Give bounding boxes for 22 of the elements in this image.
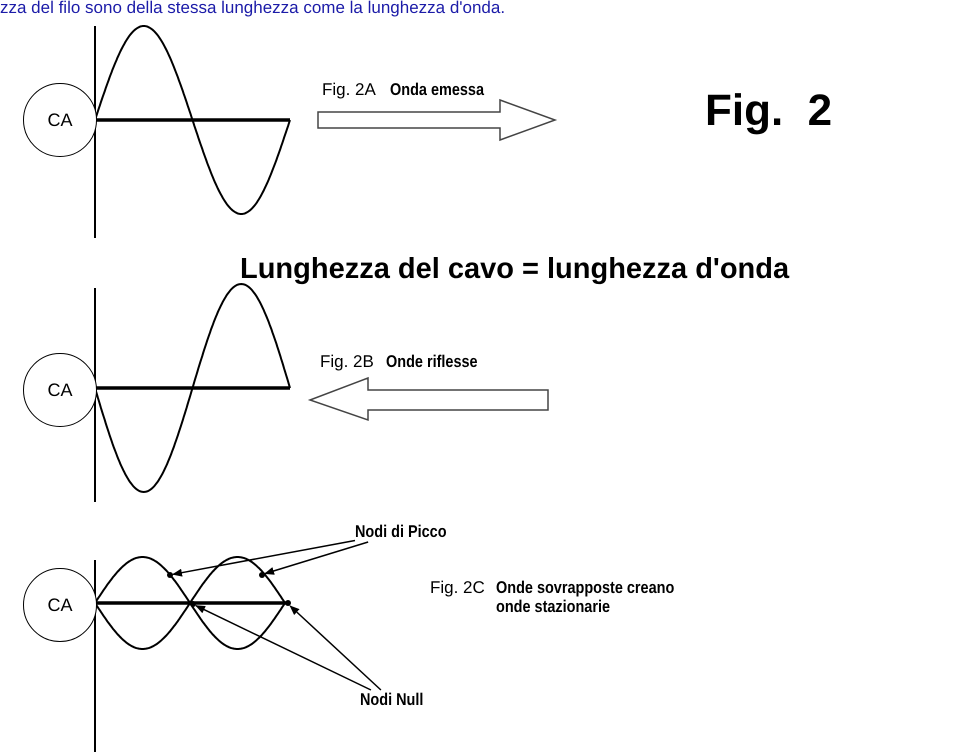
wave-label: Onda emessa <box>390 80 484 100</box>
source-circle: CA <box>23 83 97 157</box>
source-circle: CA <box>23 353 97 427</box>
figure-title: Fig. 2 <box>705 86 832 136</box>
caption-text: zza del filo sono della stessa lunghezza come la lunghezza d'onda. <box>0 0 506 18</box>
leader-line <box>264 541 368 575</box>
wave-point <box>167 572 173 578</box>
figure-label: Fig. 2C <box>430 578 485 598</box>
leader-line <box>195 605 372 691</box>
source-circle: CA <box>23 568 97 642</box>
leader-line <box>290 605 382 691</box>
callout-text: Nodi di Picco <box>355 522 447 542</box>
heading-text: Lunghezza del cavo = lunghezza d'onda <box>240 253 790 286</box>
leader-line <box>172 540 356 577</box>
wave-point <box>190 601 196 607</box>
wave-label: Onde sovrapposte creano onde stazionarie <box>496 578 676 616</box>
figure-label: Fig. 2B <box>320 352 374 372</box>
wave-point <box>259 572 265 578</box>
wave-point <box>285 600 291 606</box>
wave-label: Onde riflesse <box>386 352 478 372</box>
figure-label: Fig. 2A <box>322 80 376 100</box>
callout-text: Nodi Null <box>360 690 424 710</box>
